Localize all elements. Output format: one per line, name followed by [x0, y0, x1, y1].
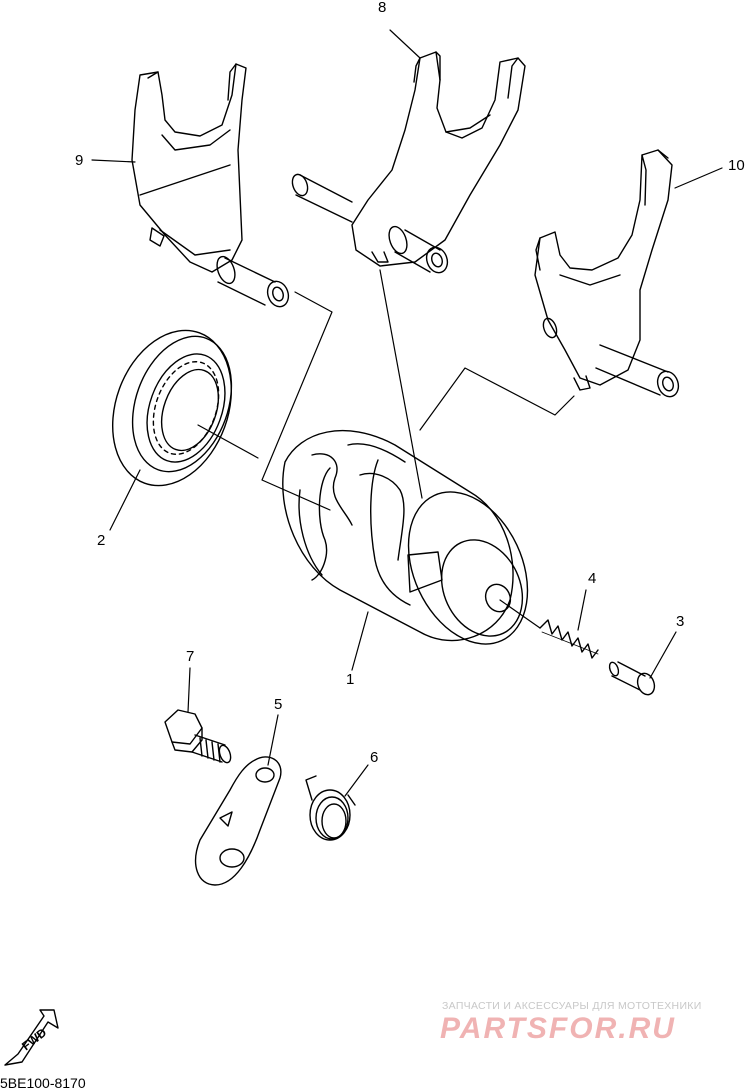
fwd-label: FWD	[19, 1025, 49, 1053]
callout-10: 10	[728, 157, 745, 174]
shift-drum-1	[282, 430, 529, 645]
pin-3	[608, 661, 656, 696]
shift-fork-8	[291, 51, 526, 274]
callout-1: 1	[346, 671, 355, 688]
spring-4	[539, 619, 599, 659]
callout-6: 6	[370, 749, 379, 766]
leader-lines	[91, 29, 723, 797]
callout-5: 5	[274, 696, 283, 713]
callout-2: 2	[97, 532, 106, 549]
callout-3: 3	[676, 613, 685, 630]
callout-8: 8	[378, 0, 387, 16]
callout-7: 7	[186, 648, 195, 665]
torsion-spring-6	[305, 775, 356, 841]
watermark-logo: PARTSFOR.RU	[440, 1012, 676, 1045]
shift-fork-10	[534, 149, 680, 398]
shift-fork-9	[131, 63, 290, 308]
lever-5	[194, 756, 282, 886]
callout-4: 4	[588, 570, 597, 587]
fwd-arrow-icon: FWD	[4, 1009, 59, 1066]
bolt-7	[164, 709, 232, 764]
watermark-tagline: ЗАПЧАСТИ И АКСЕССУАРЫ ДЛЯ МОТОТЕХНИКИ	[442, 1000, 702, 1012]
diagram-reference-code: 5BE100-8170	[0, 1075, 86, 1091]
bearing-2	[111, 329, 233, 487]
callout-9: 9	[75, 152, 84, 169]
